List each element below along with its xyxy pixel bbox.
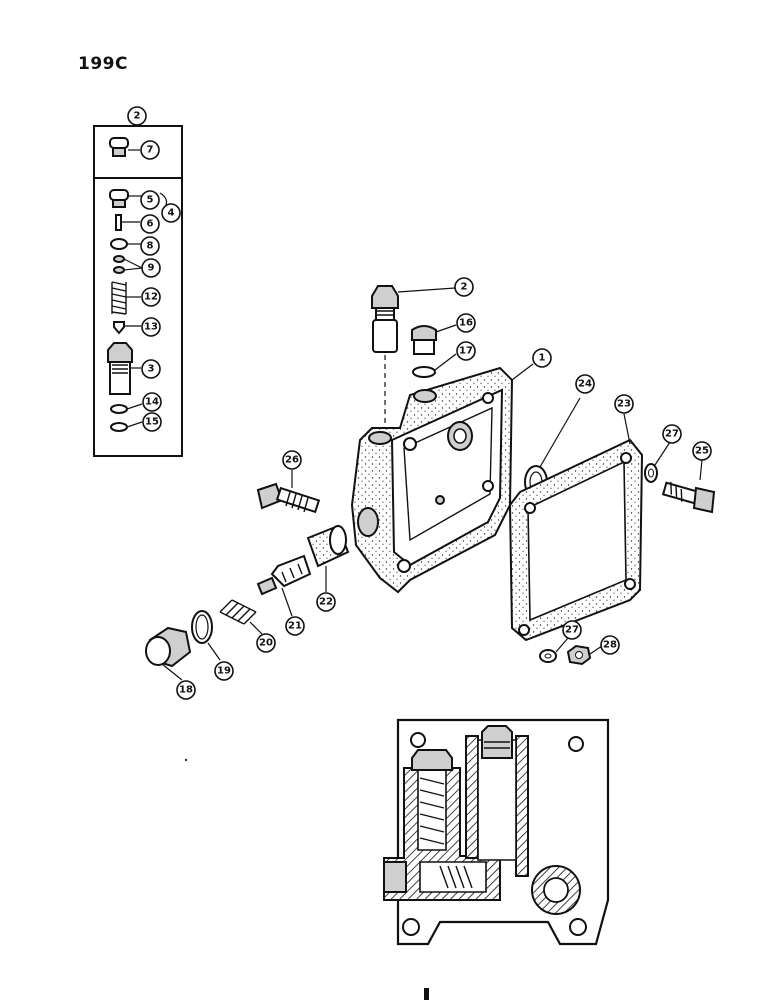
o-ring-19 — [191, 610, 221, 661]
callout-c14: 14 — [142, 392, 162, 412]
callout-c15: 15 — [142, 412, 162, 432]
svg-text:24: 24 — [578, 379, 592, 390]
gasket-23 — [508, 413, 644, 642]
svg-text:28: 28 — [603, 640, 617, 651]
cap-7 — [109, 137, 140, 157]
svg-text:12: 12 — [144, 292, 158, 303]
svg-text:22: 22 — [319, 597, 333, 608]
svg-text:3: 3 — [148, 364, 155, 375]
bolt-26 — [256, 470, 321, 514]
plug-16 — [411, 324, 457, 355]
callout-c4: 4 — [161, 203, 181, 223]
washers-9 — [113, 255, 143, 274]
callout-c19: 19 — [214, 661, 234, 681]
svg-text:2: 2 — [461, 282, 468, 293]
callout-c20: 20 — [256, 633, 276, 653]
svg-text:5: 5 — [147, 195, 154, 206]
callout-c26: 26 — [282, 450, 302, 470]
svg-text:7: 7 — [147, 145, 154, 156]
spring-12 — [111, 280, 141, 315]
callout-c12: 12 — [141, 287, 161, 307]
callout-c13: 13 — [141, 317, 161, 337]
svg-text:26: 26 — [285, 455, 299, 466]
svg-text:18: 18 — [179, 685, 193, 696]
plug-18 — [145, 626, 192, 681]
o-ring-15 — [110, 421, 143, 432]
washer-27-lower — [539, 637, 569, 663]
callout-c1: 1 — [532, 348, 552, 368]
callout-c2-box: 2 — [127, 106, 147, 126]
callout-c3: 3 — [141, 359, 161, 379]
washer-27-upper — [644, 441, 671, 483]
callout-c9: 9 — [141, 258, 161, 278]
footer-mark — [424, 988, 429, 1000]
relief-valve-kit-inset — [93, 116, 183, 457]
relief-valve-2 — [371, 285, 456, 428]
svg-text:16: 16 — [459, 318, 473, 329]
callout-c23: 23 — [614, 394, 634, 414]
svg-text:19: 19 — [217, 666, 231, 677]
callout-c21: 21 — [285, 616, 305, 636]
svg-text:20: 20 — [259, 638, 273, 649]
callout-c7: 7 — [140, 140, 160, 160]
cap-5 — [109, 189, 142, 208]
callout-c27a: 27 — [662, 424, 682, 444]
page-label: 199C — [78, 54, 128, 74]
cross-section-view — [383, 718, 610, 946]
valve-body-3 — [107, 342, 141, 395]
svg-text:15: 15 — [145, 417, 159, 428]
callout-c17: 17 — [456, 341, 476, 361]
cover-body-1 — [350, 363, 534, 594]
callout-c18: 18 — [176, 680, 196, 700]
poppet-13 — [113, 321, 141, 335]
o-ring-17 — [412, 353, 457, 378]
valve-21 — [256, 554, 312, 617]
nut-28 — [566, 644, 603, 666]
callout-c25: 25 — [692, 441, 712, 461]
svg-text:8: 8 — [147, 241, 154, 252]
o-ring-14 — [110, 403, 143, 414]
callout-c16: 16 — [456, 313, 476, 333]
bolt-25 — [661, 459, 716, 514]
svg-text:27: 27 — [565, 625, 579, 636]
callout-c8: 8 — [140, 236, 160, 256]
pin-6 — [115, 214, 140, 231]
svg-text:25: 25 — [695, 446, 709, 457]
callout-c28: 28 — [600, 635, 620, 655]
callout-c22: 22 — [316, 592, 336, 612]
scan-dot — [184, 758, 188, 762]
callout-c27b: 27 — [562, 620, 582, 640]
callout-c6: 6 — [140, 214, 160, 234]
ring-8 — [110, 238, 141, 250]
svg-text:9: 9 — [148, 263, 155, 274]
svg-text:21: 21 — [288, 621, 302, 632]
svg-text:14: 14 — [145, 397, 159, 408]
svg-text:4: 4 — [168, 208, 175, 219]
callout-c24: 24 — [575, 374, 595, 394]
svg-text:6: 6 — [147, 219, 154, 230]
screen-22 — [306, 524, 350, 592]
spring-20 — [219, 599, 263, 635]
callout-c2: 2 — [454, 277, 474, 297]
svg-text:27: 27 — [665, 429, 679, 440]
svg-text:17: 17 — [459, 346, 473, 357]
svg-text:13: 13 — [144, 322, 158, 333]
callout-c5: 5 — [140, 190, 160, 210]
svg-text:2: 2 — [134, 111, 141, 122]
svg-text:23: 23 — [617, 399, 631, 410]
svg-text:1: 1 — [539, 353, 546, 364]
